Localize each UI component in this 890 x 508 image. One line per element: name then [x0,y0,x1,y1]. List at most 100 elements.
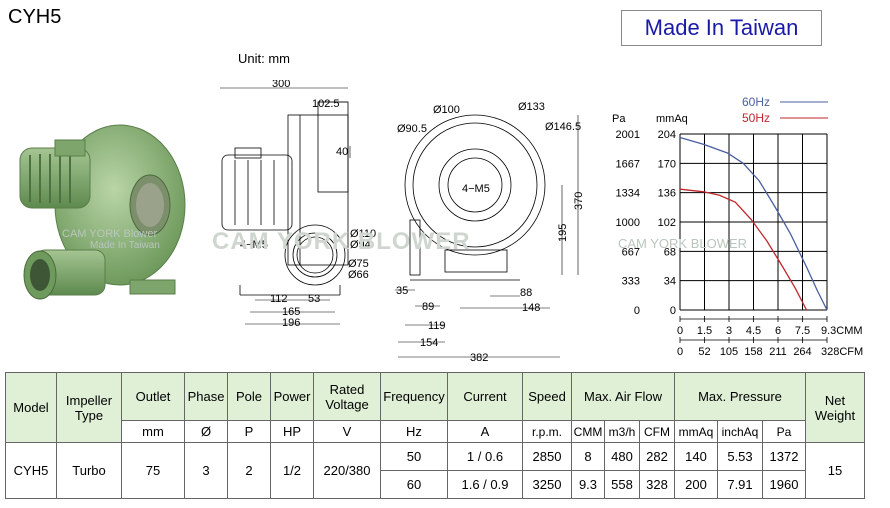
chart-tick-pa: 667 [622,246,640,258]
chart-tick-mmaq: 102 [658,217,676,229]
dim-66: Ø66 [348,269,369,281]
dim-119: 119 [428,320,446,332]
dim-110: Ø110 [350,228,376,240]
chart-tick-cmm: 0 [677,325,683,337]
cell-m3h-50: 480 [604,442,640,471]
th-model: Model [5,372,57,443]
model-title: CYH5 [8,6,62,28]
chart-tick-mmaq: 204 [658,129,676,141]
unit-current: A [447,420,523,443]
spec-table: Model Impeller Type Outlet Phase Pole Po… [5,372,865,499]
made-in-badge: Made In Taiwan [621,10,822,46]
th-power: Power [270,372,314,421]
chart-tick-cfm: 0 [677,346,683,358]
chart-tick-cfm: 264 [793,346,811,358]
cell-power: 1/2 [270,442,314,499]
chart-tick-mmaq: 34 [664,276,676,288]
cell-freq-60: 60 [380,470,448,499]
th-frequency: Frequency [380,372,448,421]
chart-tick-cfm: 328CFM [821,346,863,358]
cell-cmm-50: 8 [571,442,605,471]
th-pole: Pole [227,372,271,421]
cell-impeller: Turbo [56,442,122,499]
chart-unit-pa: Pa [612,113,626,125]
chart-tick-cmm: 9.3CMM [821,325,863,337]
cell-phase: 3 [184,442,228,499]
unit-mmaq: mmAq [674,420,718,443]
unit-power: HP [270,420,314,443]
dim-100: Ø100 [433,104,460,116]
unit-frequency: Hz [380,420,448,443]
cell-pole: 2 [227,442,271,499]
th-max-air-flow: Max. Air Flow [571,372,675,421]
dimension-drawing: 300 102.5 40 Ø110 Ø94 Ø75 Ø66 4−M5 112 5… [220,80,585,364]
cell-m3h-60: 558 [604,470,640,499]
chart-tick-cmm: 4.5 [746,325,761,337]
watermark-brand-small: CAM YORK Blower [62,228,158,240]
cell-cmm-60: 9.3 [571,470,605,499]
chart-tick-pa: 1334 [616,188,640,200]
chart-tick-cfm: 158 [744,346,762,358]
unit-speed: r.p.m. [522,420,572,443]
chart-legend-label-60Hz: 60Hz [742,95,770,109]
th-outlet: Outlet [121,372,185,421]
cell-model: CYH5 [5,442,57,499]
dim-89: 89 [422,301,434,313]
chart-tick-mmaq: 170 [658,158,676,170]
dim-94: Ø94 [350,239,371,251]
cell-current-60: 1.6 / 0.9 [447,470,523,499]
unit-pole: P [227,420,271,443]
dim-300: 300 [272,80,290,90]
dim-53: 53 [308,293,320,305]
dim-35: 35 [396,285,408,297]
dim-88: 88 [520,287,532,299]
watermark-brand-chart: CAM YORK BLOWER [618,236,748,251]
dim-40: 40 [336,146,348,158]
dim-75: Ø75 [348,258,369,270]
chart-legend-label-50Hz: 50Hz [742,111,770,125]
chart-tick-cmm: 7.5 [795,325,810,337]
dim-4m5-front: 4−M5 [462,183,490,195]
chart-tick-pa: 1000 [616,217,640,229]
cell-speed-60: 3250 [522,470,572,499]
blower-photo [19,124,186,300]
watermark-made-small: Made In Taiwan [90,240,160,251]
unit-cmm: CMM [571,420,605,443]
chart-tick-cmm: 6 [775,325,781,337]
cell-weight: 15 [805,442,865,499]
cell-pa-50: 1372 [762,442,806,471]
chart-tick-mmaq: 0 [670,305,676,317]
dim-146-5: Ø146.5 [545,121,581,133]
dim-382: 382 [470,352,488,364]
unit-outlet: mm [121,420,185,443]
dim-195: 195 [557,224,569,242]
th-impeller: Impeller Type [56,372,122,443]
unit-label: Unit: mm [238,51,290,66]
cell-pa-60: 1960 [762,470,806,499]
th-speed: Speed [522,372,572,421]
chart-tick-mmaq: 68 [664,246,676,258]
cell-current-50: 1 / 0.6 [447,442,523,471]
chart-tick-cmm: 3 [726,325,732,337]
th-phase: Phase [184,372,228,421]
unit-pa: Pa [762,420,806,443]
unit-phase: Ø [184,420,228,443]
dim-196: 196 [282,317,300,329]
dim-370: 370 [573,192,585,210]
th-current: Current [447,372,523,421]
unit-m3h: m3/h [604,420,640,443]
chart-tick-cfm: 211 [769,346,787,358]
chart-tick-pa: 1667 [616,158,640,170]
unit-cfm: CFM [639,420,675,443]
cell-voltage: 220/380 [313,442,381,499]
chart-tick-cmm: 1.5 [697,325,712,337]
chart-series-line-50Hz [679,188,808,311]
cell-mmaq-50: 140 [674,442,718,471]
cell-cfm-60: 328 [639,470,675,499]
cell-cfm-50: 282 [639,442,675,471]
dim-154: 154 [420,337,438,349]
dim-90-5: Ø90.5 [397,123,427,135]
chart-tick-pa: 0 [634,305,640,317]
dim-112: 112 [270,293,288,305]
